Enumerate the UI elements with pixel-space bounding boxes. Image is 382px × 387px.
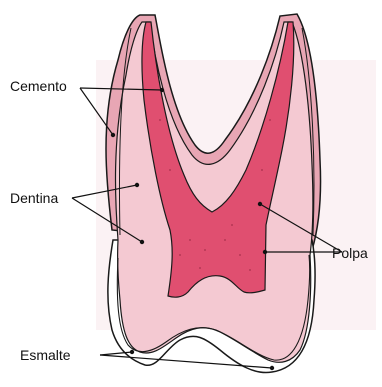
label-esmalte: Esmalte	[20, 347, 71, 363]
label-polpa: Polpa	[332, 245, 368, 261]
label-dentina: Dentina	[10, 190, 58, 206]
label-cemento: Cemento	[10, 78, 67, 94]
